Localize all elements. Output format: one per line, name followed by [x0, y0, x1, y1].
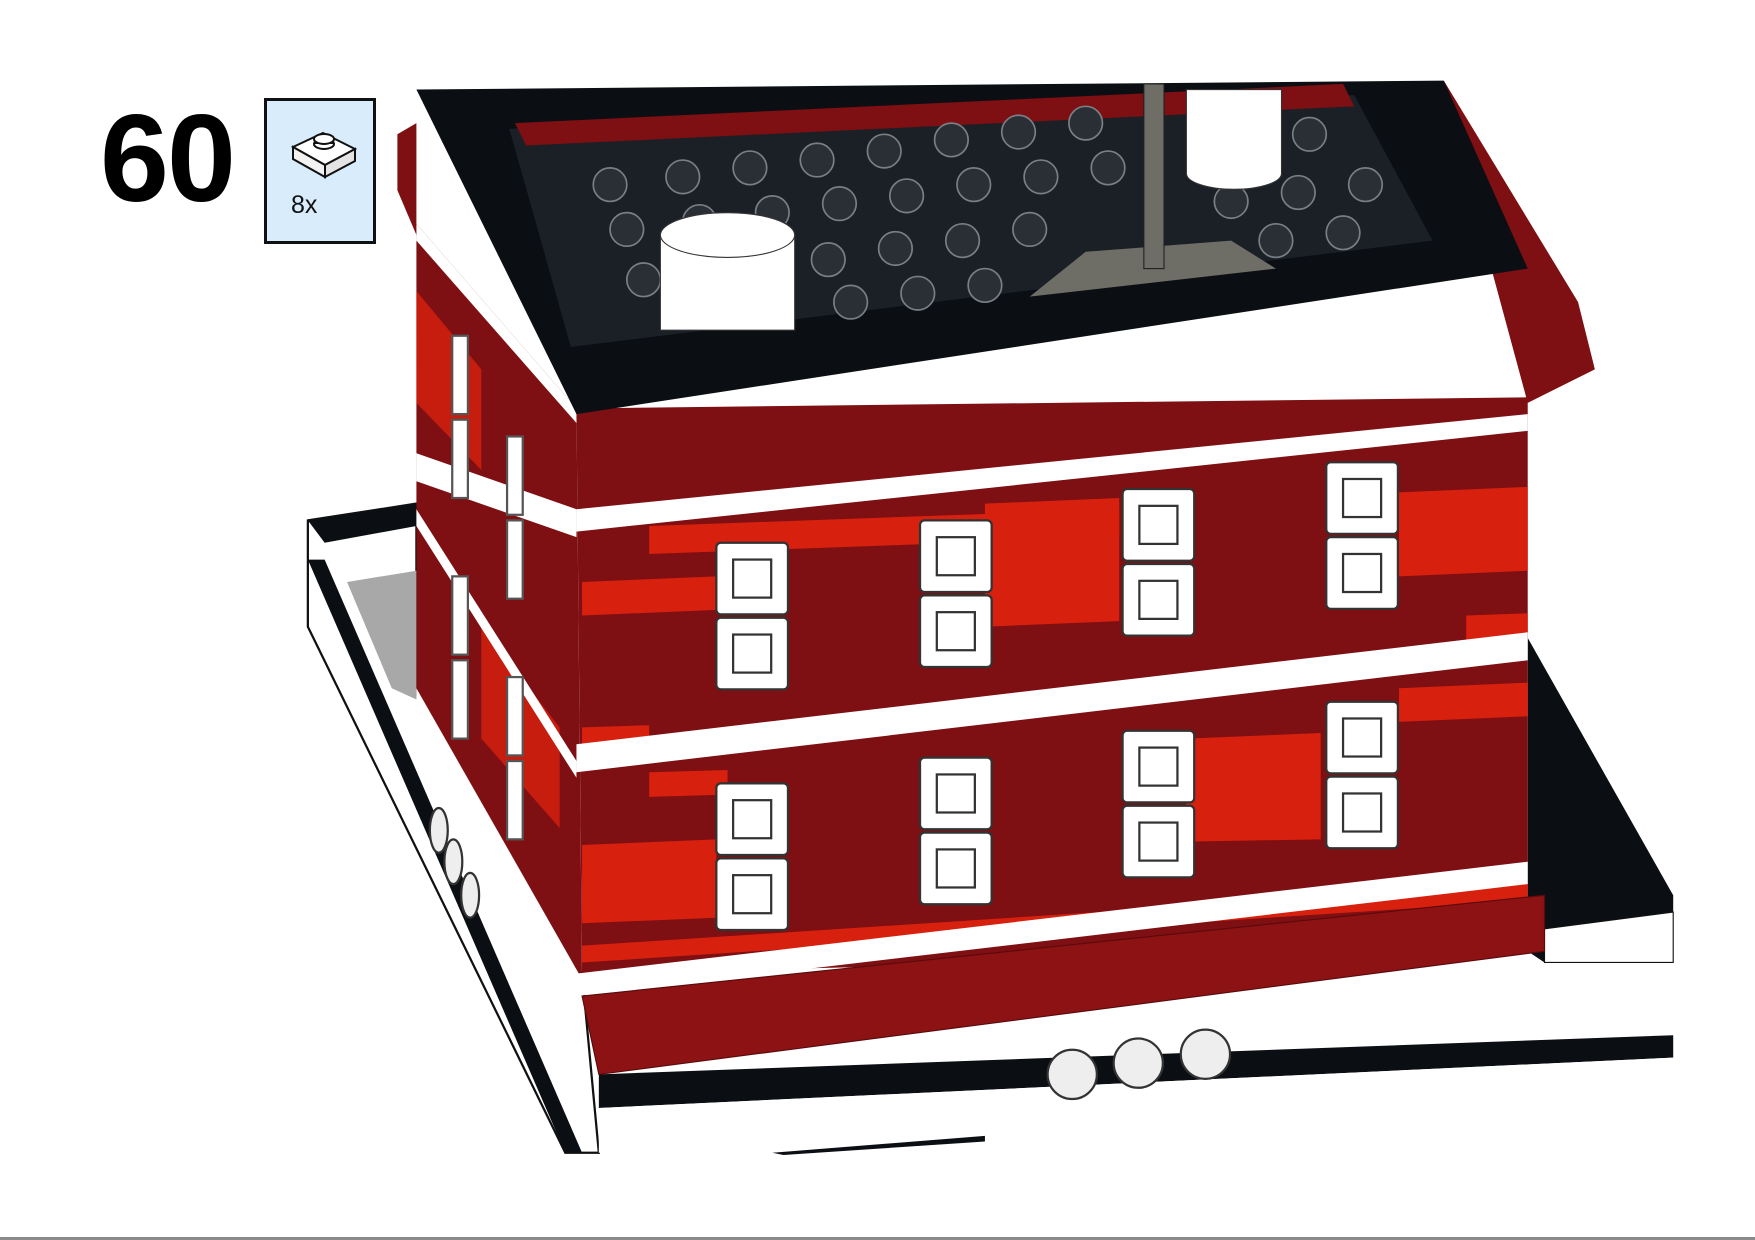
page-bottom-rule: [0, 1237, 1755, 1240]
plate-1x1-icon: [290, 131, 358, 179]
parts-callout: 8x: [264, 98, 376, 244]
step-number: 60: [100, 90, 236, 228]
part-quantity: 8x: [291, 191, 318, 219]
